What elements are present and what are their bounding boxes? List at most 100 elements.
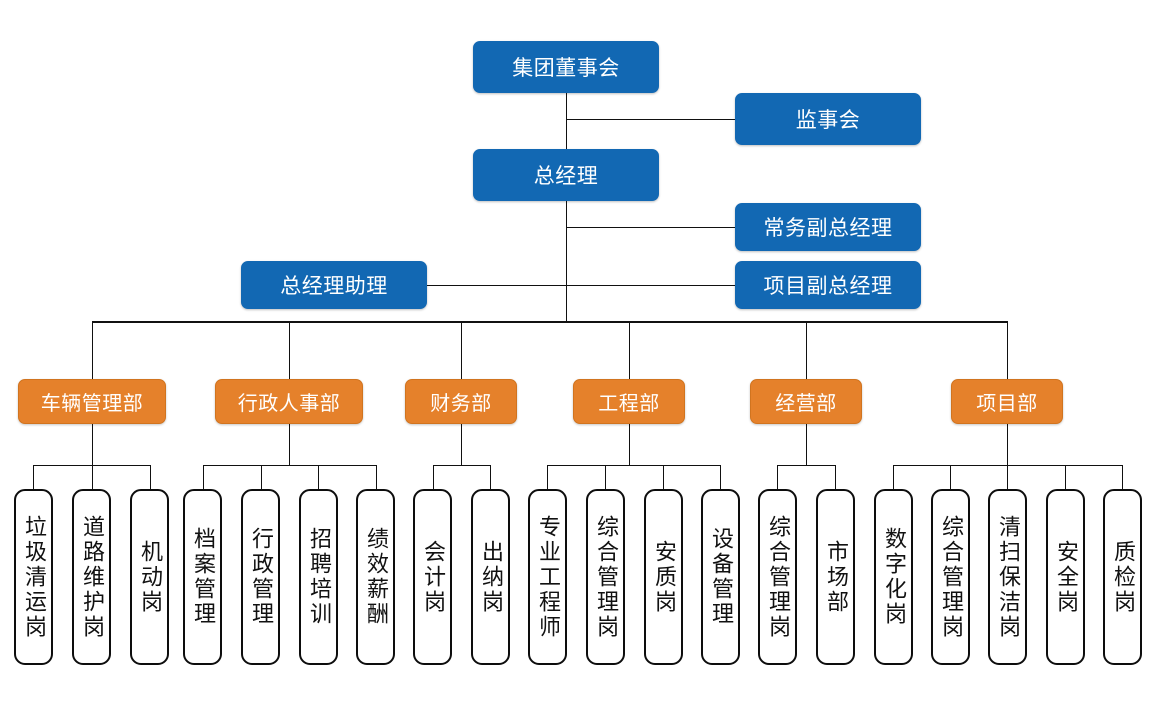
position-box[interactable]: 专业工程师	[528, 489, 567, 665]
connector-spine-to-executive-vice-gm	[566, 227, 735, 228]
connector-dept-2-child-1	[490, 465, 491, 489]
position-box[interactable]: 招聘培训	[299, 489, 338, 665]
position-label: 招聘培训	[306, 527, 332, 627]
position-box[interactable]: 会计岗	[413, 489, 452, 665]
connector-gm-to-bus	[566, 201, 567, 322]
position-label: 质检岗	[1110, 539, 1136, 615]
position-label: 综合管理岗	[593, 514, 619, 640]
position-label: 机动岗	[137, 539, 163, 615]
position-box[interactable]: 安全岗	[1046, 489, 1085, 665]
node-label: 总经理	[533, 164, 599, 188]
connector-bus-to-dept-0	[92, 321, 93, 379]
node-label: 集团董事会	[512, 56, 620, 80]
connector-spine-to-project-vice-gm	[566, 285, 735, 286]
department-admin-hr[interactable]: 行政人事部	[215, 379, 363, 424]
connector-dept-5-child-0	[893, 465, 894, 489]
connector-dept-2-drop	[461, 424, 462, 465]
connector-bus-to-dept-5	[1007, 321, 1008, 379]
node-group-board[interactable]: 集团董事会	[473, 41, 659, 93]
connector-dept-4-child-0	[777, 465, 778, 489]
position-box[interactable]: 档案管理	[183, 489, 222, 665]
connector-dept-5-drop	[1007, 424, 1008, 465]
connector-dept-0-drop	[92, 424, 93, 465]
department-finance[interactable]: 财务部	[405, 379, 517, 424]
department-engineering[interactable]: 工程部	[573, 379, 685, 424]
position-box[interactable]: 市场部	[816, 489, 855, 665]
connector-dept-2-child-0	[433, 465, 434, 489]
connector-dept-3-child-2	[663, 465, 664, 489]
department-label: 行政人事部	[237, 391, 341, 415]
position-label: 安质岗	[651, 539, 677, 615]
department-vehicle-management[interactable]: 车辆管理部	[18, 379, 166, 424]
node-label: 常务副总经理	[763, 216, 893, 240]
connector-bus-to-dept-1	[289, 321, 290, 379]
connector-gm-assistant-to-spine	[427, 285, 566, 286]
department-label: 车辆管理部	[40, 391, 144, 415]
department-project[interactable]: 项目部	[951, 379, 1063, 424]
node-executive-vice-gm[interactable]: 常务副总经理	[735, 203, 921, 251]
position-label: 绩效薪酬	[363, 527, 389, 627]
node-label: 总经理助理	[280, 274, 388, 298]
connector-dept-1-child-3	[376, 465, 377, 489]
position-box[interactable]: 绩效薪酬	[356, 489, 395, 665]
position-label: 市场部	[823, 539, 849, 615]
position-label: 道路维护岗	[79, 514, 105, 640]
department-label: 工程部	[598, 391, 660, 415]
node-gm-assistant[interactable]: 总经理助理	[241, 261, 427, 309]
connector-dept-4-rail	[777, 465, 836, 466]
position-label: 设备管理	[708, 527, 734, 627]
position-box[interactable]: 出纳岗	[471, 489, 510, 665]
position-label: 专业工程师	[535, 514, 561, 640]
position-box[interactable]: 设备管理	[701, 489, 740, 665]
connector-dept-0-child-1	[92, 465, 93, 489]
connector-dept-5-rail	[893, 465, 1123, 466]
connector-dept-3-rail	[547, 465, 721, 466]
connector-dept-4-child-1	[835, 465, 836, 489]
position-box[interactable]: 行政管理	[241, 489, 280, 665]
position-box[interactable]: 安质岗	[644, 489, 683, 665]
department-operations[interactable]: 经营部	[750, 379, 862, 424]
node-project-vice-gm[interactable]: 项目副总经理	[735, 261, 921, 309]
position-label: 行政管理	[248, 527, 274, 627]
connector-gm-spine-to-supervisory	[566, 119, 735, 120]
position-label: 档案管理	[190, 527, 216, 627]
position-box[interactable]: 清扫保洁岗	[988, 489, 1027, 665]
position-label: 安全岗	[1053, 539, 1079, 615]
connector-dept-5-child-1	[950, 465, 951, 489]
position-label: 清扫保洁岗	[995, 514, 1021, 640]
position-box[interactable]: 质检岗	[1103, 489, 1142, 665]
position-box[interactable]: 综合管理岗	[586, 489, 625, 665]
connector-dept-3-child-3	[720, 465, 721, 489]
position-label: 垃圾清运岗	[21, 514, 47, 640]
connector-dept-5-child-3	[1065, 465, 1066, 489]
position-label: 出纳岗	[478, 539, 504, 615]
position-label: 综合管理岗	[938, 514, 964, 640]
position-box[interactable]: 数字化岗	[874, 489, 913, 665]
connector-dept-0-child-2	[150, 465, 151, 489]
connector-dept-3-drop	[629, 424, 630, 465]
position-label: 会计岗	[420, 539, 446, 615]
department-bus	[92, 321, 1008, 323]
position-box[interactable]: 道路维护岗	[72, 489, 111, 665]
position-box[interactable]: 垃圾清运岗	[14, 489, 53, 665]
position-box[interactable]: 综合管理岗	[758, 489, 797, 665]
department-label: 经营部	[775, 391, 837, 415]
connector-dept-0-child-0	[33, 465, 34, 489]
node-supervisory-board[interactable]: 监事会	[735, 93, 921, 145]
connector-dept-1-child-1	[261, 465, 262, 489]
connector-dept-4-drop	[806, 424, 807, 465]
node-label: 监事会	[795, 108, 861, 132]
connector-board-to-gm	[566, 93, 567, 149]
connector-dept-3-child-1	[605, 465, 606, 489]
node-label: 项目副总经理	[763, 274, 893, 298]
connector-dept-2-rail	[433, 465, 491, 466]
connector-dept-1-child-2	[318, 465, 319, 489]
connector-bus-to-dept-3	[629, 321, 630, 379]
position-label: 数字化岗	[881, 527, 907, 627]
position-box[interactable]: 综合管理岗	[931, 489, 970, 665]
connector-bus-to-dept-4	[806, 321, 807, 379]
node-general-manager[interactable]: 总经理	[473, 149, 659, 201]
position-box[interactable]: 机动岗	[130, 489, 169, 665]
connector-dept-1-drop	[289, 424, 290, 465]
